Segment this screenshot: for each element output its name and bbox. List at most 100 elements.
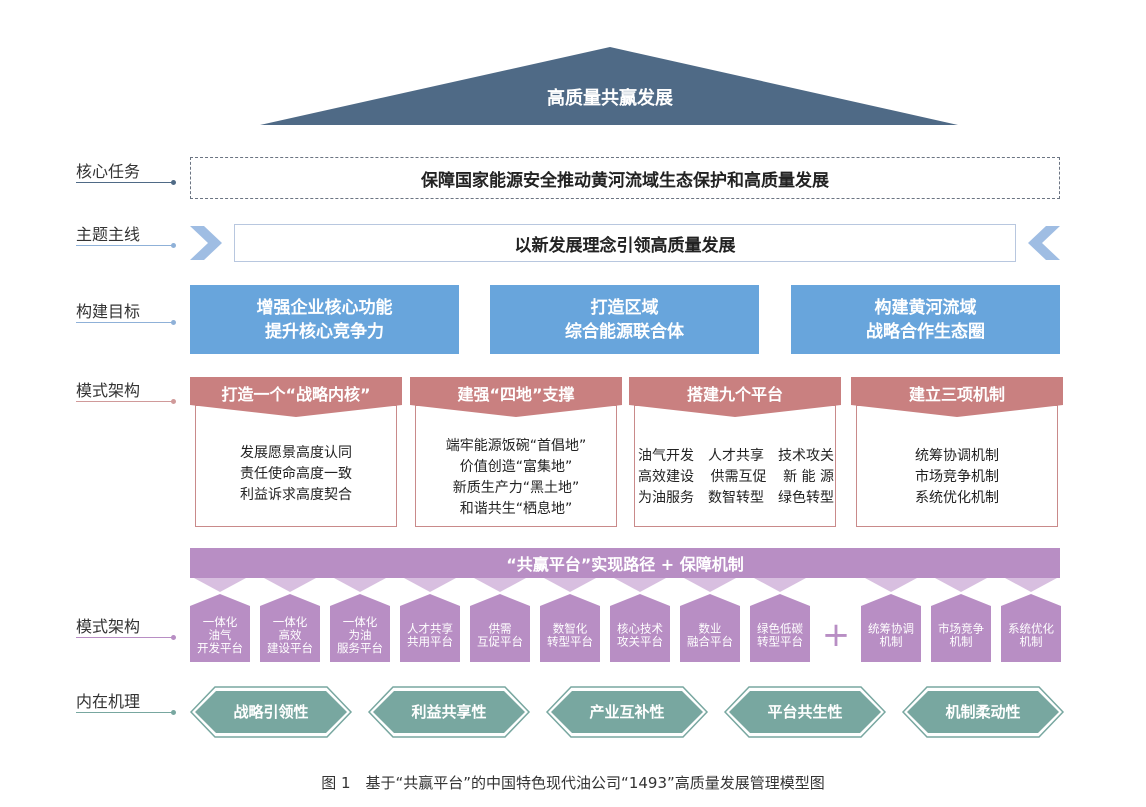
platform-3-shape: [330, 594, 390, 662]
mode-header-4: 建立三项机制: [908, 385, 1005, 404]
platform-8-connector: [684, 578, 736, 592]
mechanism-1-text: 统筹协调: [868, 622, 914, 636]
mechanism-2: 市场竞争机制: [931, 578, 991, 662]
mode-header-2: 建强“四地”支撑: [457, 385, 575, 404]
platform-1-text: 油气: [209, 628, 232, 642]
platform-7-text: 攻关平台: [617, 635, 663, 649]
mode-items-1: 发展愿景高度认同责任使命高度一致利益诉求高度契合: [240, 445, 352, 503]
goal-box-2: 打造区域综合能源联合体: [490, 285, 759, 354]
principle-fill: [551, 691, 703, 733]
platform-2-shape: [260, 594, 320, 662]
principle-row: 战略引领性 利益共享性 产业互补性 平台共生性 机制柔动性: [189, 686, 1065, 738]
principle-fill: [373, 691, 525, 733]
mode-header-1: 打造一个“战略内核”: [221, 385, 371, 404]
platform-2-text: 一体化: [273, 615, 308, 629]
mechanism-3-text: 机制: [1020, 635, 1043, 649]
mechanism-1-connector: [865, 578, 917, 592]
mode-header-bg-1: [190, 377, 402, 417]
platform-3-text: 为油: [349, 628, 372, 642]
platform-3-text: 一体化: [343, 615, 378, 629]
mechanism-2-connector: [935, 578, 987, 592]
platform-4-connector: [404, 578, 456, 592]
platform-1-text: 一体化: [203, 615, 238, 629]
platform-5-text: 互促平台: [477, 635, 523, 649]
figure-caption: 图 1 基于“共赢平台”的中国特色现代油公司“1493”高质量发展管理模型图: [321, 774, 825, 792]
principle-fill: [907, 691, 1059, 733]
platform-6-shape: [540, 594, 600, 662]
principle-fill: [729, 691, 881, 733]
mode-header-bg-4: [851, 377, 1063, 417]
platform-5-shape: [470, 594, 530, 662]
mechanism-1-text: 机制: [880, 635, 903, 649]
platform-4-text: 共用平台: [407, 635, 453, 649]
core-task-box: 保障国家能源安全推动黄河流域生态保护和高质量发展: [190, 157, 1060, 199]
chevron-left-icon: [1028, 226, 1060, 260]
principle-3: 产业互补性: [545, 686, 709, 738]
platform-8-shape: [680, 594, 740, 662]
platform-9-connector: [754, 578, 806, 592]
roof-triangle: [260, 47, 958, 125]
platform-7-connector: [614, 578, 666, 592]
mode-header-bg-2: [410, 377, 622, 417]
platform-3-connector: [334, 578, 386, 592]
mechanism-1-shape: [861, 594, 921, 662]
mode-items-2: 端牢能源饭碗“首倡地”价值创造“富集地”新质生产力“黑土地”和谐共生“栖息地”: [445, 438, 587, 517]
roof-title: 高质量共赢发展: [547, 88, 673, 109]
main-line-box: 以新发展理念引领高质量发展: [234, 224, 1016, 262]
platform-6-text: 数智化: [553, 622, 588, 636]
platform-8-text: 数业: [699, 622, 722, 636]
platform-7-text: 核心技术: [617, 622, 663, 636]
principle-1: 战略引领性: [189, 686, 353, 738]
mode-header-3: 搭建九个平台: [686, 385, 783, 404]
roof-shape: [260, 47, 958, 125]
goal-box-3: 构建黄河流域战略合作生态圈: [791, 285, 1060, 354]
principle-text: 产业互补性: [589, 703, 664, 721]
principle-2: 利益共享性: [367, 686, 531, 738]
mechanism-3-connector: [1005, 578, 1057, 592]
goal-box-1: 增强企业核心功能提升核心竞争力: [190, 285, 459, 354]
platform-1-text: 开发平台: [197, 641, 243, 655]
platform-9-shape: [750, 594, 810, 662]
mechanism-3-text: 系统优化: [1008, 622, 1054, 636]
chevron-right-icon: [190, 226, 222, 260]
platform-7-shape: [610, 594, 670, 662]
principle-text: 利益共享性: [411, 703, 486, 721]
platform-2-connector: [264, 578, 316, 592]
win-win-platform-bar: “共赢平台”实现路径 + 保障机制: [190, 548, 1060, 578]
principle-4: 平台共生性: [723, 686, 887, 738]
platform-1-connector: [194, 578, 246, 592]
principle-text: 平台共生性: [767, 703, 842, 721]
mechanism-2-text: 机制: [950, 635, 973, 649]
mechanism-3: 系统优化机制: [1001, 578, 1061, 662]
mechanism-2-shape: [931, 594, 991, 662]
platform-6-connector: [544, 578, 596, 592]
mechanism-2-text: 市场竞争: [938, 622, 984, 636]
platform-9-text: 转型平台: [757, 635, 803, 649]
plus-sign: +: [822, 615, 851, 655]
mode-box-four-bases: [415, 405, 617, 527]
platform-5-text: 供需: [489, 622, 512, 636]
platform-6-text: 转型平台: [547, 635, 593, 649]
mode-items-4: 统筹协调机制市场竞争机制系统优化机制: [915, 448, 999, 506]
platform-4-shape: [400, 594, 460, 662]
principle-text: 战略引领性: [233, 703, 308, 721]
platform-3-text: 服务平台: [337, 641, 383, 655]
platform-8-text: 融合平台: [687, 635, 733, 649]
mode-grid-3: 油气开发人才共享技术攻关 高效建设供需互促新 能 源 为油服务数智转型绿色转型: [638, 448, 834, 506]
principle-5: 机制柔动性: [901, 686, 1065, 738]
platform-5-connector: [474, 578, 526, 592]
platform-row: 一体化油气开发平台一体化高效建设平台一体化为油服务平台人才共享共用平台供需互促平…: [190, 578, 1061, 662]
platform-2-text: 建设平台: [267, 641, 313, 655]
platform-2-text: 高效: [279, 628, 302, 642]
mode-header-bg-3: [629, 377, 841, 417]
platform-1-shape: [190, 594, 250, 662]
principle-fill: [195, 691, 347, 733]
